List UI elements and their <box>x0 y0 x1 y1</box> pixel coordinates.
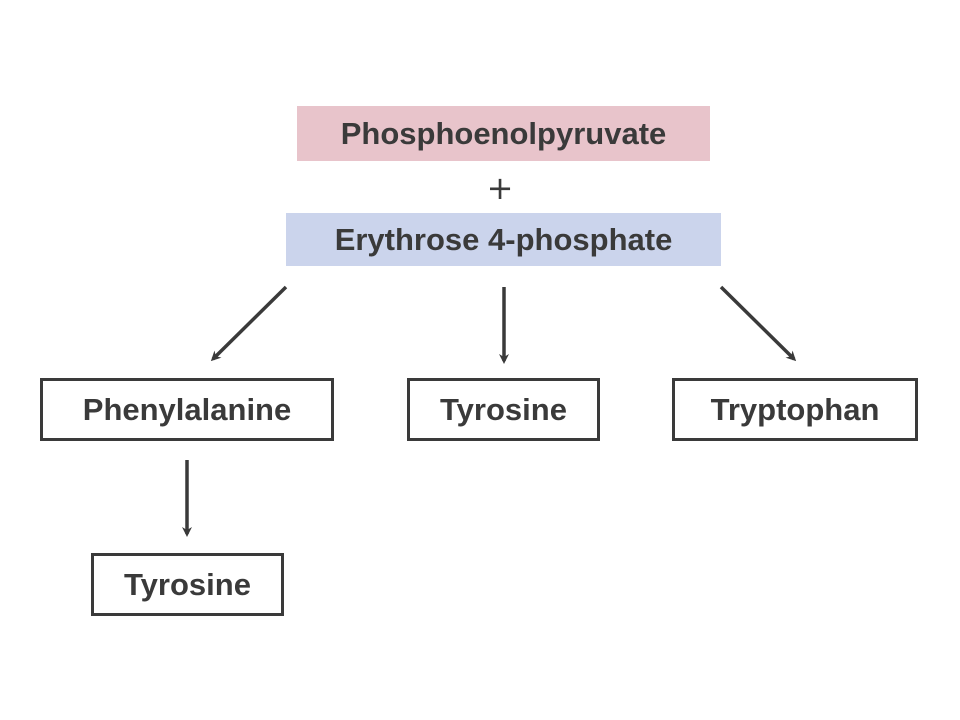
product-phenylalanine-label: Phenylalanine <box>82 391 292 427</box>
product-tyrosine: Tyrosine <box>407 378 600 441</box>
product-phenylalanine: Phenylalanine <box>40 378 334 441</box>
plus-sign: + <box>486 169 514 207</box>
product-tyrosine-from-phenylalanine: Tyrosine <box>91 553 284 616</box>
arrow-to-tryptophan <box>719 285 797 362</box>
product-tyrosine-from-phenylalanine-label: Tyrosine <box>124 566 251 602</box>
product-tryptophan-label: Tryptophan <box>710 391 880 427</box>
arrow-to-phenylalanine <box>210 285 288 362</box>
product-tryptophan: Tryptophan <box>672 378 918 441</box>
substrate-phosphoenolpyruvate: Phosphoenolpyruvate <box>297 106 710 161</box>
substrate-erythrose-4-phosphate-label: Erythrose 4-phosphate <box>334 221 673 257</box>
substrate-erythrose-4-phosphate: Erythrose 4-phosphate <box>286 213 721 266</box>
substrate-phosphoenolpyruvate-label: Phosphoenolpyruvate <box>340 115 667 151</box>
product-tyrosine-label: Tyrosine <box>440 391 567 427</box>
